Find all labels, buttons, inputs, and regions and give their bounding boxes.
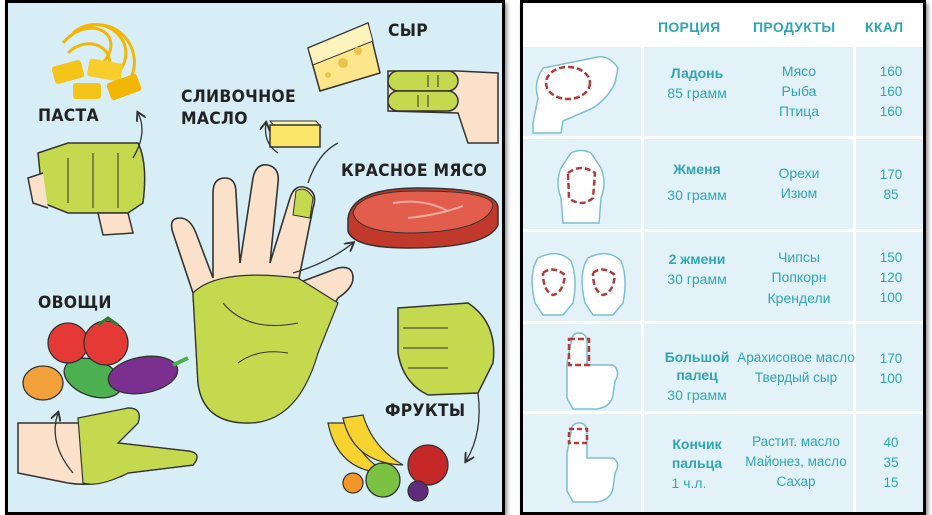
product-item: Арахисовое масло [737,350,855,365]
label-vegetables: ОВОЩИ [38,293,112,313]
header-portion: ПОРЦИЯ [658,19,721,35]
row-divider [523,229,923,232]
portion-name: Большой [664,349,730,365]
product-item: Чипсы [778,249,820,265]
row-divider [523,136,923,139]
label-pasta: ПАСТА [38,106,99,126]
product-item: Сахар [776,474,816,489]
kcal-value: 170 [879,167,903,182]
portion-amount: 30 грамм [667,271,727,287]
kcal-value: 150 [879,250,903,265]
fist-fruits-icon [397,302,495,461]
portion-name: пальца [671,455,723,471]
portion-amount: 85 грамм [667,85,727,101]
portion-icons [531,56,626,503]
steak-icon [347,187,499,249]
infographic-drawing [17,21,499,502]
table-header: ПОРЦИЯ ПРОДУКТЫ ККАЛ [523,3,923,47]
fist-icon [27,113,145,236]
fruits-icon [327,414,449,502]
label-cheese: СЫР [388,21,428,41]
hand-portion-infographic: ПАСТА СЫР СЛИВОЧНОЕ МАСЛО КРАСНОЕ МЯСО О… [5,0,505,515]
label-butter-line1: СЛИВОЧНОЕ [181,87,296,107]
vegetables-icon [22,316,189,401]
column-divider [853,47,856,512]
row-divider [523,411,923,414]
kcal-value: 100 [879,371,903,386]
kcal-value: 85 [883,187,899,202]
product-item: Попкорн [771,269,827,285]
kcal-value: 35 [883,455,899,470]
portion-name: палец [676,367,718,383]
two-cupped-hands-icon [531,252,626,316]
row-divider [523,321,923,324]
open-hand-icon [170,123,353,424]
kcal-value: 15 [883,475,899,490]
product-item: Птица [778,103,820,119]
cheese-icon [307,21,381,92]
product-item: Изюм [780,185,818,201]
kcal-value: 120 [879,270,903,285]
portion-amount: 1 ч.л. [671,475,707,491]
two-fingers-hand-icon [387,70,499,144]
cupped-hand-icon [557,149,605,224]
fingertip-icon [566,422,619,503]
header-products: ПРОДУКТЫ [753,19,836,35]
portion-name: 2 жмени [668,251,726,267]
kcal-value: 170 [879,351,903,366]
portion-name: Жменя [673,161,721,177]
product-item: Рыба [781,83,817,99]
kcal-value: 40 [883,435,899,450]
flat-hand-icon [17,407,198,485]
product-item: Крендели [767,290,831,306]
product-item: Твердый сыр [754,370,838,385]
kcal-value: 160 [879,64,903,79]
header-kcal: ККАЛ [865,19,904,35]
butter-icon [268,120,323,148]
portion-name: Кончик [672,436,722,452]
portion-amount: 30 грамм [667,187,727,203]
product-item: Орехи [778,165,820,181]
label-fruits: ФРУКТЫ [385,401,466,421]
label-red-meat: КРАСНОЕ МЯСО [341,161,488,181]
product-item: Майонез, масло [745,454,847,469]
portion-amount: 30 грамм [667,387,727,403]
product-item: Растит. масло [752,434,840,449]
pasta-icon [51,22,142,101]
product-item: Мясо [781,63,817,79]
kcal-value: 160 [879,104,903,119]
label-butter-line2: МАСЛО [181,109,248,129]
kcal-value: 160 [879,84,903,99]
kcal-value: 100 [879,290,903,305]
portion-name: Ладонь [670,65,724,81]
portion-table: ПОРЦИЯ ПРОДУКТЫ ККАЛ [520,0,926,515]
column-divider [641,47,644,512]
palm-icon [532,56,619,134]
thumb-icon [566,332,619,410]
